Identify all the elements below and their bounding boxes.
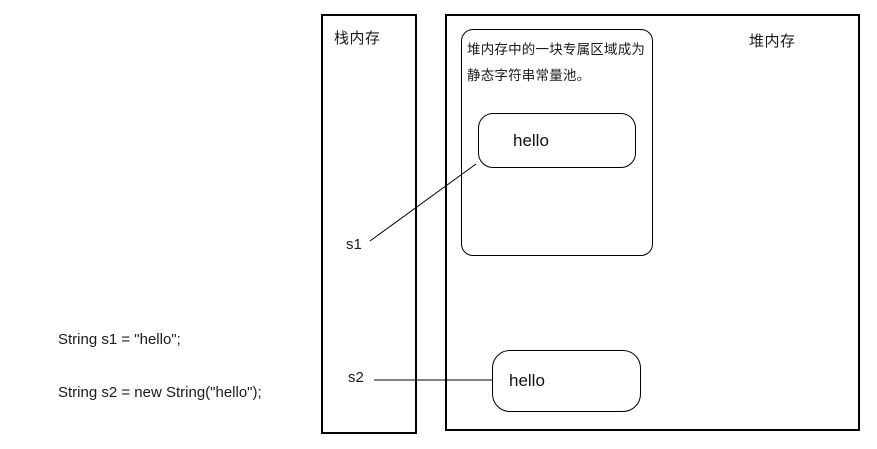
- stack-memory-label: 栈内存: [334, 30, 381, 47]
- constant-pool-note-line-1: 堆内存中的一块专属区域成为: [467, 42, 646, 57]
- reference-s2-label: s2: [348, 369, 364, 386]
- constant-pool-note-line-2: 静态字符串常量池。: [467, 68, 591, 83]
- stack-memory-box: [321, 14, 417, 434]
- heap-string-object-box: hello: [492, 350, 641, 412]
- pool-string-object-box: hello: [478, 113, 636, 168]
- reference-s1-label: s1: [346, 236, 362, 253]
- code-line-s1: String s1 = "hello";: [58, 331, 181, 348]
- constant-pool-note: 堆内存中的一块专属区域成为 静态字符串常量池。: [467, 37, 649, 89]
- pool-string-value: hello: [513, 130, 549, 150]
- heap-string-value: hello: [509, 371, 545, 390]
- code-line-s2: String s2 = new String("hello");: [58, 384, 262, 401]
- heap-memory-label: 堆内存: [749, 33, 796, 50]
